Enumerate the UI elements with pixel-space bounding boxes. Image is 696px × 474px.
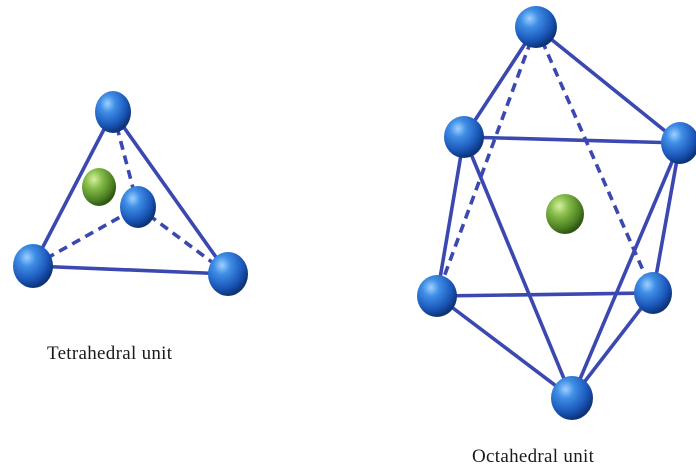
octa-center-atom [546, 194, 584, 234]
tetra-vertex-atom [95, 91, 131, 133]
octa-bond [435, 291, 655, 298]
octa-bond [570, 141, 682, 400]
octa-bond [435, 294, 574, 400]
octa-vertex-atom [661, 122, 696, 164]
octahedral-unit [417, 6, 696, 420]
octa-vertex-atom [444, 116, 484, 158]
tetra-vertex-atom [208, 252, 248, 296]
tetrahedral-unit [13, 91, 248, 296]
octahedral-caption: Octahedral unit [472, 446, 595, 467]
octa-bond [462, 135, 682, 145]
octa-bond [462, 135, 574, 400]
octa-vertex-atom [634, 272, 672, 314]
octa-bond-back [534, 26, 655, 294]
tetra-vertex-atom [120, 186, 156, 228]
tetra-vertex-atom [13, 244, 53, 288]
octa-bond-back [435, 26, 538, 297]
tetra-bond [31, 264, 230, 276]
octa-bond [462, 25, 538, 139]
octa-bond [534, 25, 682, 145]
tetra-bond [111, 110, 230, 276]
octa-vertex-atom [515, 6, 557, 48]
tetra-center-atom [82, 168, 116, 206]
octa-vertex-atom [417, 275, 457, 317]
octa-bond [570, 291, 655, 400]
tetra-bond [31, 110, 115, 268]
tetrahedral-caption: Tetrahedral unit [47, 343, 173, 364]
octa-vertex-atom [551, 376, 593, 420]
octa-bond [651, 141, 682, 295]
octa-bond [435, 135, 466, 298]
